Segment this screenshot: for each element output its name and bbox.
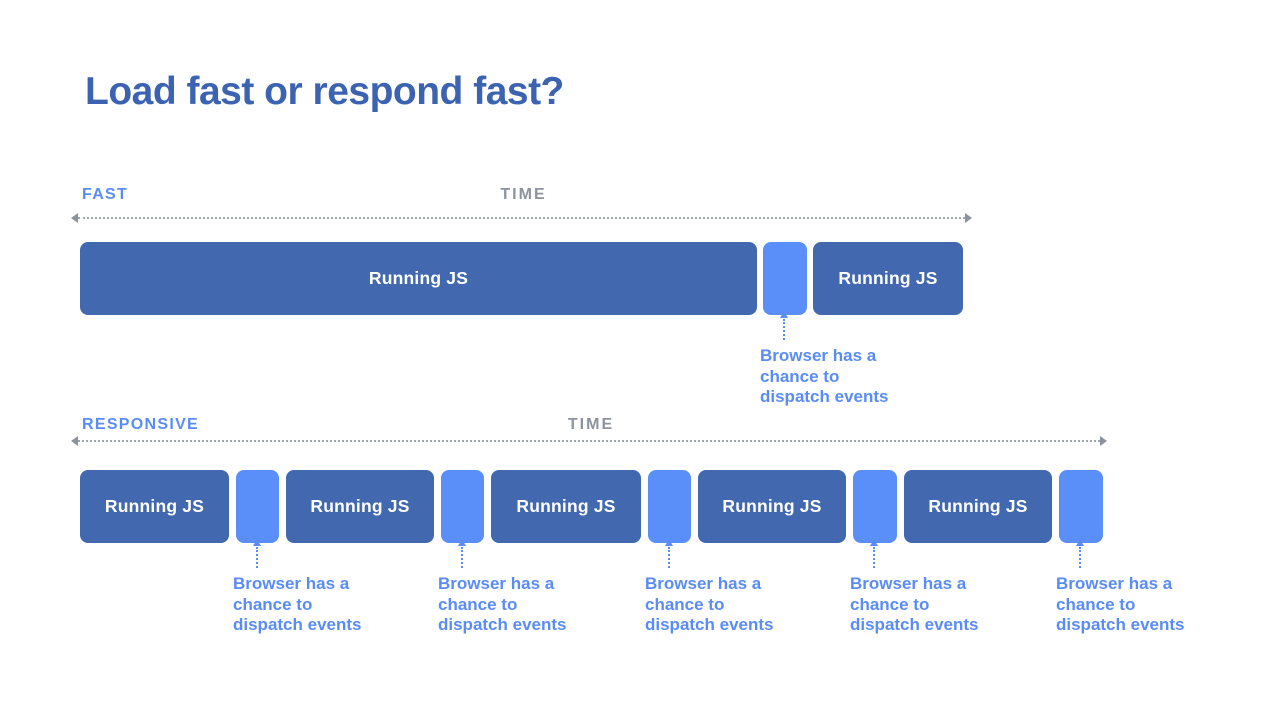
annotation-line: Browser has a bbox=[1056, 574, 1173, 593]
annotation-line: chance to bbox=[438, 594, 518, 614]
browser-gap-bar bbox=[1059, 470, 1103, 543]
annotation-line: chance to bbox=[1056, 594, 1136, 614]
running-js-bar: Running JS bbox=[80, 470, 229, 543]
annotation-line: dispatch events bbox=[760, 387, 889, 406]
annotation-line: Browser has a bbox=[645, 574, 762, 593]
annotation-line: Browser has a bbox=[850, 574, 967, 593]
time-axis-label: TIME bbox=[567, 416, 615, 433]
running-js-bar: Running JS bbox=[904, 470, 1052, 543]
dotted-arrow-up-icon bbox=[664, 539, 673, 568]
browser-gap-bar bbox=[648, 470, 691, 543]
annotation-line: chance to bbox=[760, 366, 840, 386]
annotation-line: dispatch events bbox=[233, 615, 362, 634]
annotation-line: dispatch events bbox=[438, 615, 567, 634]
dotted-arrow-up-icon bbox=[1076, 539, 1084, 568]
dotted-arrow-up-icon bbox=[252, 539, 261, 568]
annotation-line: chance to bbox=[850, 594, 930, 614]
annotation-line: dispatch events bbox=[850, 615, 979, 634]
annotation-line: chance to bbox=[645, 594, 725, 614]
running-js-bar: Running JS bbox=[698, 470, 846, 543]
browser-gap-bar bbox=[441, 470, 484, 543]
annotation-line: Browser has a bbox=[760, 346, 877, 365]
dotted-arrow-up-icon bbox=[457, 539, 466, 568]
running-js-bar: Running JS bbox=[813, 242, 963, 315]
annotation-line: Browser has a bbox=[438, 574, 555, 593]
browser-gap-bar bbox=[853, 470, 897, 543]
annotation-line: dispatch events bbox=[1056, 615, 1185, 634]
browser-gap-bar bbox=[763, 242, 807, 315]
dotted-arrow-up-icon bbox=[870, 539, 878, 568]
annotation-line: dispatch events bbox=[645, 615, 774, 634]
time-axis-label: TIME bbox=[500, 186, 547, 203]
timeline-label-fast: FAST bbox=[82, 186, 129, 203]
timeline-responsive: RESPONSIVE TIME Running JS Running JS Runn… bbox=[71, 416, 1185, 646]
timeline-label-responsive: RESPONSIVE bbox=[82, 416, 200, 433]
time-axis-arrow-line bbox=[71, 213, 972, 223]
running-js-bar: Running JS bbox=[491, 470, 641, 543]
annotation-line: Browser has a bbox=[233, 574, 350, 593]
browser-gap-bar bbox=[236, 470, 279, 543]
timeline-fast: FAST TIME Running JS Running JS Browser h… bbox=[71, 186, 972, 416]
running-js-bar: Running JS bbox=[286, 470, 434, 543]
dotted-arrow-up-icon bbox=[780, 311, 788, 340]
time-axis-arrow-line bbox=[71, 436, 1107, 446]
slide-title: Load fast or respond fast? bbox=[85, 70, 564, 113]
annotation-line: chance to bbox=[233, 594, 313, 614]
running-js-bar: Running JS bbox=[80, 242, 757, 315]
